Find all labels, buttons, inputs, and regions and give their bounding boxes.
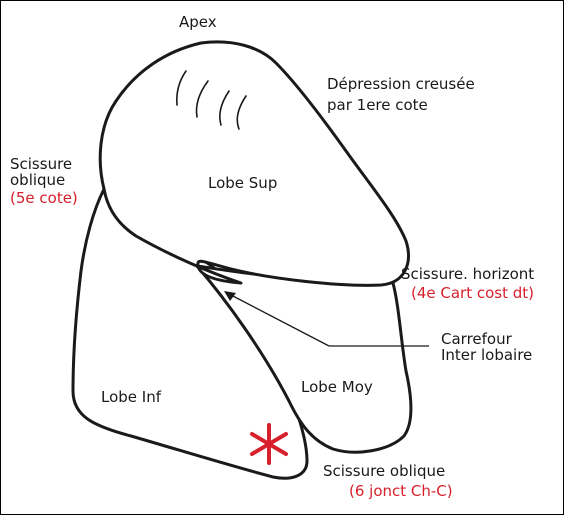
label-carrefour-line1: Carrefour bbox=[441, 331, 512, 347]
label-carrefour-line2: Inter lobaire bbox=[441, 347, 532, 363]
label-apex: Apex bbox=[179, 14, 217, 30]
label-scissure-oblique-bottom-ref: (6 jonct Ch-C) bbox=[349, 483, 453, 499]
label-scissure-oblique-left-line2: oblique bbox=[10, 172, 65, 188]
label-scissure-oblique-left-rib: (5e cote) bbox=[10, 190, 78, 206]
label-scissure-oblique-bottom: Scissure oblique bbox=[323, 463, 445, 479]
label-lobe-sup: Lobe Sup bbox=[208, 175, 277, 191]
label-lobe-moy: Lobe Moy bbox=[301, 379, 373, 395]
label-scissure-horizont-ref: (4e Cart cost dt) bbox=[411, 285, 534, 301]
label-scissure-horizont: Scissure. horizont bbox=[401, 266, 534, 282]
label-depression-line1: Dépression creusée bbox=[327, 76, 475, 92]
label-depression-line2: par 1ere cote bbox=[327, 97, 428, 113]
label-scissure-oblique-left-line1: Scissure bbox=[10, 156, 72, 172]
label-lobe-inf: Lobe Inf bbox=[101, 389, 161, 405]
